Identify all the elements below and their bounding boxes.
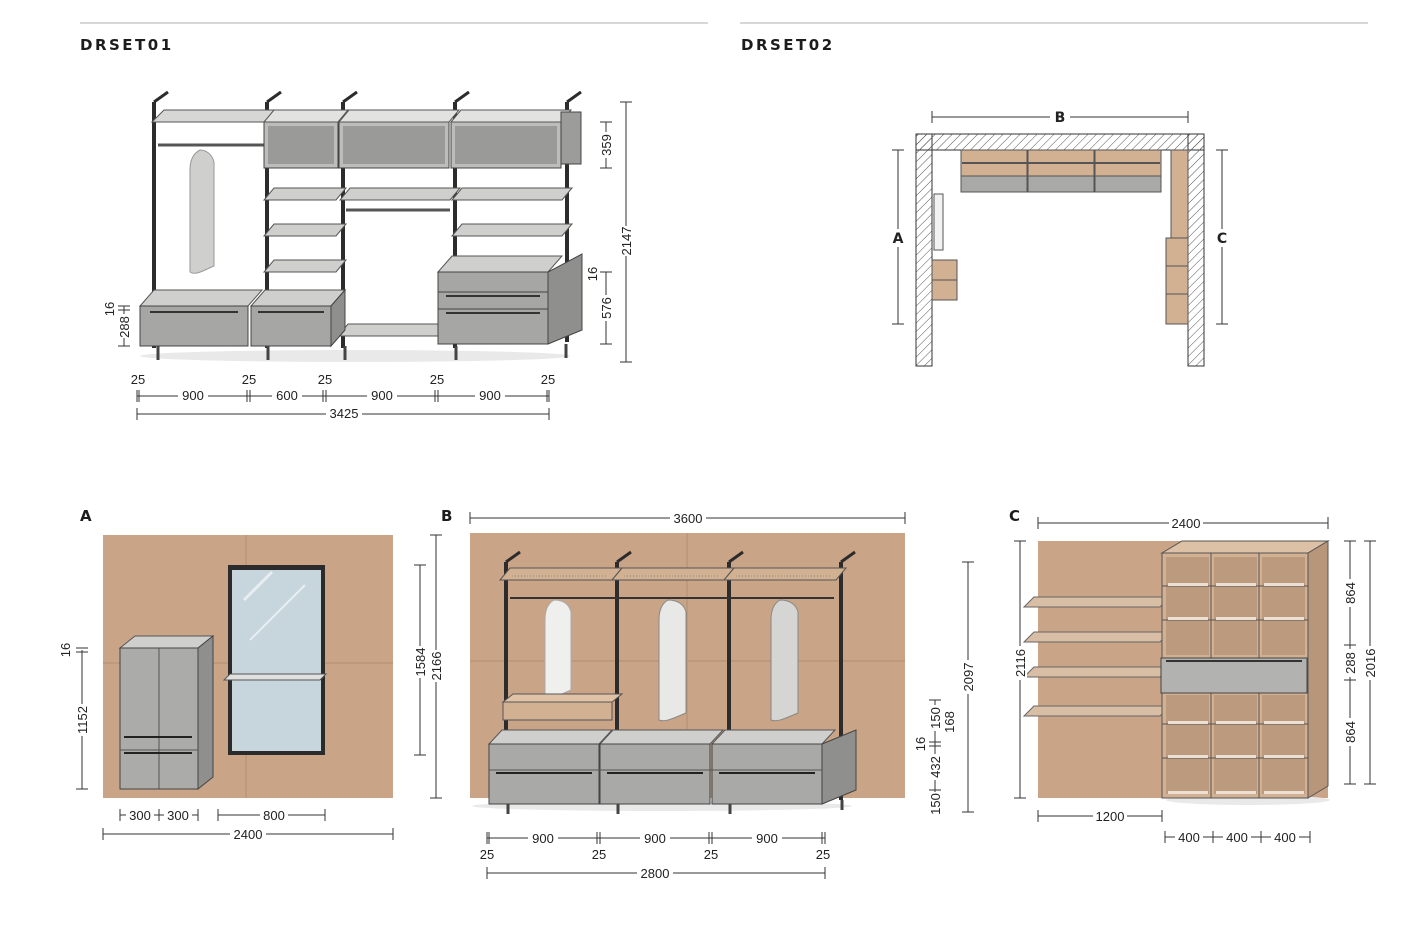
elev-b-height-168: 168 <box>942 711 957 733</box>
elev-b-height-150-top: 150 <box>928 707 943 729</box>
elev-b-gap-2: 25 <box>592 847 606 862</box>
elev-c-height-288: 288 <box>1343 652 1358 674</box>
elev-a-height-1152: 1152 <box>75 706 90 734</box>
elevation-c-drawing <box>1022 540 1330 805</box>
elev-c-module-3: 400 <box>1274 830 1296 845</box>
drset01-gap-1: 25 <box>131 372 145 387</box>
elev-c-height-2116: 2116 <box>1013 649 1028 677</box>
elevation-c-labels: 2400 1200 400 400 400 2116 864 288 864 2… <box>1013 516 1378 845</box>
drset02-plan <box>915 133 1205 367</box>
elev-b-height-432: 432 <box>928 756 943 778</box>
elev-c-wall-width: 2400 <box>1172 516 1201 531</box>
drset01-height-16-left: 16 <box>102 302 117 316</box>
elev-b-height-150-bottom: 150 <box>928 793 943 815</box>
plan-label-b: B <box>1055 110 1066 126</box>
drset01-gap-5: 25 <box>541 372 555 387</box>
drset01-gap-2: 25 <box>242 372 256 387</box>
elev-b-gap-3: 25 <box>704 847 718 862</box>
elev-b-gap-1: 25 <box>480 847 494 862</box>
elev-a-total-width: 2400 <box>234 827 263 842</box>
elevation-a-drawing <box>103 535 393 798</box>
elevation-b-labels: 3600 900 900 900 25 25 25 25 2800 2097 1… <box>480 511 976 881</box>
elev-a-width-300-1: 300 <box>129 808 151 823</box>
elev-b-bay-2: 900 <box>644 831 666 846</box>
elevation-b-drawing <box>470 533 905 814</box>
elev-a-height-2166: 2166 <box>429 652 444 681</box>
section-rule-left <box>80 22 708 24</box>
elev-b-bay-1: 900 <box>532 831 554 846</box>
drset01-bay-3: 900 <box>371 388 393 403</box>
elev-b-total-width: 2800 <box>641 866 670 881</box>
drset01-height-288: 288 <box>117 316 132 338</box>
elev-c-height-2016: 2016 <box>1363 649 1378 678</box>
drset01-gap-3: 25 <box>318 372 332 387</box>
drset01-total-width: 3425 <box>330 406 359 421</box>
elev-a-width-300-2: 300 <box>167 808 189 823</box>
drset02-title: DRSET02 <box>741 36 835 54</box>
drset01-bay-4: 900 <box>479 388 501 403</box>
elev-b-bay-3: 900 <box>756 831 778 846</box>
elev-c-module-2: 400 <box>1226 830 1248 845</box>
drset01-height-576: 576 <box>599 297 614 319</box>
elev-b-height-16: 16 <box>913 737 928 751</box>
elevation-a-labels: 300 300 800 2400 16 1152 1584 2166 <box>58 643 444 842</box>
drset01-height-16-right: 16 <box>585 267 600 281</box>
elevation-b-title: B <box>441 507 453 525</box>
elev-c-shelf-width: 1200 <box>1096 809 1125 824</box>
plan-label-a: A <box>893 231 904 247</box>
elev-c-module-1: 400 <box>1178 830 1200 845</box>
elev-b-wall-width: 3600 <box>674 511 703 526</box>
elevation-c-title: C <box>1009 507 1021 525</box>
elev-c-height-864-top: 864 <box>1343 582 1358 604</box>
section-rule-right <box>740 22 1368 24</box>
drset01-height-359: 359 <box>599 134 614 156</box>
drset01-gap-4: 25 <box>430 372 444 387</box>
plan-label-c: C <box>1217 231 1227 247</box>
drset01-dimension-labels: 25 25 25 25 25 900 600 900 900 3425 16 2… <box>102 132 634 421</box>
elev-a-height-16: 16 <box>58 643 73 657</box>
elev-b-height-2097: 2097 <box>961 663 976 692</box>
elev-a-height-1584: 1584 <box>413 648 428 677</box>
elev-b-gap-4: 25 <box>816 847 830 862</box>
drset01-drawing <box>138 90 583 362</box>
drset01-total-height: 2147 <box>619 227 634 256</box>
drset02-plan-labels: B A C <box>890 109 1230 247</box>
drset01-bay-1: 900 <box>182 388 204 403</box>
elev-c-height-864-bottom: 864 <box>1343 721 1358 743</box>
drset01-title: DRSET01 <box>80 36 174 54</box>
elev-a-width-800: 800 <box>263 808 285 823</box>
drset01-bay-2: 600 <box>276 388 298 403</box>
elevation-a-title: A <box>80 507 92 525</box>
